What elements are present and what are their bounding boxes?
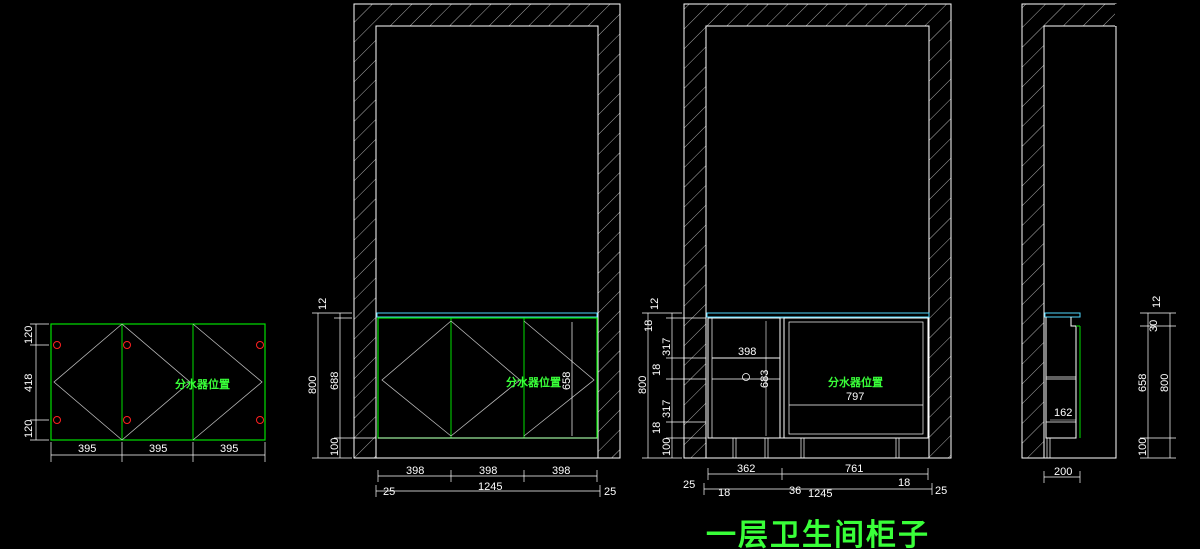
dim-text: 362	[737, 463, 755, 475]
elevation-front: 分水器位置 658 800 12 688 100 398 398 398 124…	[307, 3, 621, 498]
dim-text: 398	[738, 346, 756, 358]
dim-text: 36	[789, 485, 801, 497]
dim-text: 18	[651, 364, 663, 376]
water-distributor-note: 分水器位置	[506, 375, 561, 389]
dim-text: 800	[1159, 374, 1171, 392]
marker-circle	[53, 416, 61, 424]
dim-text: 18	[651, 422, 663, 434]
side-view: 162 200 12 30 658 800 100	[1021, 3, 1176, 483]
pipe-circle	[742, 373, 750, 381]
dim-text: 18	[643, 320, 655, 332]
dim-text: 100	[329, 438, 341, 456]
marker-circle	[123, 416, 131, 424]
dim-text: 25	[935, 485, 947, 497]
dim-text: 688	[329, 372, 341, 390]
dim-text: 317	[661, 400, 673, 418]
dim-text: 1245	[808, 488, 832, 500]
dim-text: 120	[23, 420, 35, 438]
dim-text: 800	[307, 376, 319, 394]
marker-circle	[256, 341, 264, 349]
dim-text: 1245	[478, 481, 502, 493]
dim-text: 418	[23, 374, 35, 392]
wall-hatch	[683, 3, 952, 459]
drawing-title: 一层卫生间柜子	[706, 518, 930, 549]
dim-text: 658	[561, 372, 573, 390]
dim-text: 398	[479, 465, 497, 477]
marker-circle	[123, 341, 131, 349]
elevation-section: 398 683 分水器位置 797 800 12 18 317 18 317 1	[637, 3, 952, 500]
dim-text: 797	[846, 391, 864, 403]
wall-hatch	[353, 3, 621, 459]
dim-text: 162	[1054, 407, 1072, 419]
wall-hatch	[1021, 3, 1117, 459]
dim-text: 395	[78, 443, 96, 455]
dim-text: 18	[898, 477, 910, 489]
countertop	[706, 312, 930, 318]
countertop	[1044, 312, 1081, 318]
dim-text: 395	[149, 443, 167, 455]
dim-text: 30	[1148, 320, 1160, 332]
dim-text: 200	[1054, 466, 1072, 478]
dim-text: 317	[661, 338, 673, 356]
dim-text: 761	[845, 463, 863, 475]
dim-text: 683	[759, 370, 771, 388]
divider-column	[779, 317, 785, 439]
dim-text: 398	[406, 465, 424, 477]
dim-text: 658	[1137, 374, 1149, 392]
countertop	[376, 312, 598, 318]
dim-text: 120	[23, 326, 35, 344]
marker-circle	[256, 416, 264, 424]
dim-text: 18	[718, 487, 730, 499]
dim-text: 12	[1151, 296, 1163, 308]
dim-text: 395	[220, 443, 238, 455]
dim-text: 100	[661, 438, 673, 456]
dim-text: 12	[317, 298, 329, 310]
water-distributor-note: 分水器位置	[175, 377, 230, 391]
water-distributor-note: 分水器位置	[828, 375, 883, 389]
dim-text: 12	[649, 298, 661, 310]
dim-text: 100	[1137, 438, 1149, 456]
marker-circle	[53, 341, 61, 349]
dim-text: 800	[637, 376, 649, 394]
dim-text: 25	[683, 479, 695, 491]
cabinet-right-inner	[788, 321, 924, 435]
dim-text: 25	[604, 486, 616, 498]
plan-outline	[50, 323, 266, 441]
plan-view: 分水器位置 395 395 395 120 418 120	[23, 323, 266, 462]
dim-text: 398	[552, 465, 570, 477]
dim-text: 25	[383, 486, 395, 498]
